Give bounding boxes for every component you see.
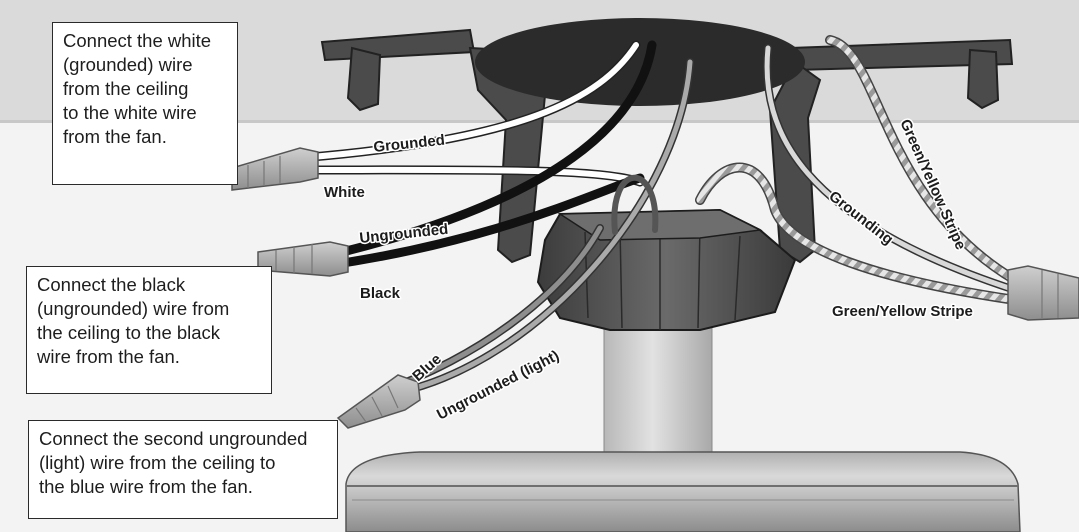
callout-line: wire from the fan. (37, 346, 180, 367)
label-green-yellow-stripe-upper: Green/Yellow Stripe (896, 117, 969, 253)
wire-nut-blue (336, 374, 421, 429)
callout-line: Connect the black (37, 274, 186, 295)
callout-line: (light) wire from the ceiling to (39, 452, 276, 473)
mounting-bracket-left (320, 28, 547, 264)
fan-canopy (536, 208, 797, 331)
ceiling-box-opening (475, 18, 805, 106)
wire-ungrounded-ceiling (325, 40, 657, 260)
label-green-yellow-stripe-lower: Green/Yellow Stripe (832, 303, 973, 320)
callout-white-wire: Connect the white (grounded) wire from t… (52, 22, 238, 185)
callout-line: Connect the second ungrounded (39, 428, 308, 449)
wire-nut-white (231, 147, 319, 191)
callout-line: (grounded) wire (63, 54, 193, 75)
callout-line: (ungrounded) wire from (37, 298, 230, 319)
callout-line: from the fan. (63, 126, 167, 147)
callout-line: Connect the white (63, 30, 212, 51)
fan-motor-housing (345, 451, 1021, 532)
callout-line: to the white wire (63, 102, 197, 123)
wire-loop-center (611, 174, 659, 235)
label-grounding: Grounding (826, 188, 897, 249)
callout-line: the ceiling to the black (37, 322, 221, 343)
wire-nut-ground (1007, 265, 1079, 321)
label-white: White (324, 184, 365, 201)
callout-line: the blue wire from the fan. (39, 476, 253, 497)
callout-line: from the ceiling (63, 78, 189, 99)
label-grounded: Grounded (373, 132, 446, 156)
callout-blue-wire: Connect the second ungrounded (light) wi… (28, 420, 338, 519)
callout-black-wire: Connect the black (ungrounded) wire from… (26, 266, 272, 394)
wires (295, 35, 1020, 396)
label-black: Black (360, 285, 401, 302)
